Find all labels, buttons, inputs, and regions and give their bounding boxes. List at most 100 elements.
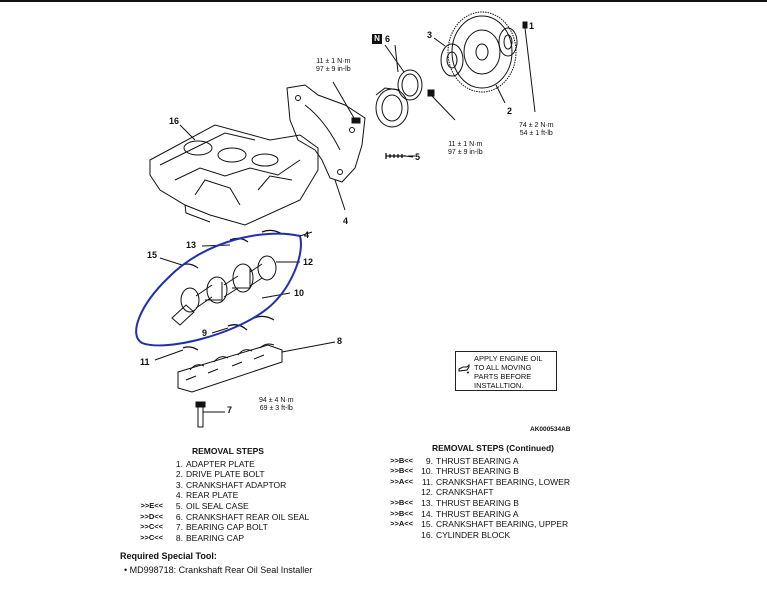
removal-step-row: >>A<< 11.CRANKSHAFT BEARING, LOWER <box>380 477 570 488</box>
removal-step-row: 1.ADAPTER PLATE <box>130 459 309 470</box>
step-label: CYLINDER BLOCK <box>436 529 511 540</box>
step-procedure-mark: >>D<< <box>140 511 163 521</box>
step-number: 4. <box>175 490 183 501</box>
torque-bearing-cap-bolt: 94 ± 4 N·m 69 ± 3 ft-lb <box>259 397 294 412</box>
step-procedure-mark: >>A<< <box>390 476 413 486</box>
markup-circle <box>135 232 302 347</box>
special-tool-item: • MD998718: Crankshaft Rear Oil Seal Ins… <box>124 565 313 575</box>
step-label: CRANKSHAFT <box>436 487 494 498</box>
step-number: 11. <box>421 476 433 487</box>
removal-step-row: >>B<< 9.THRUST BEARING A <box>380 456 570 467</box>
removal-step-row: 16.CYLINDER BLOCK <box>380 530 570 541</box>
engine-oil-note: APPLY ENGINE OIL TO ALL MOVING PARTS BEF… <box>455 351 557 391</box>
step-procedure-mark <box>130 469 167 480</box>
removal-step-row: 12.CRANKSHAFT <box>380 487 570 498</box>
step-label: CRANKSHAFT BEARING, LOWER <box>436 476 570 487</box>
thrust-bearings <box>154 229 283 361</box>
step-number: 7. <box>175 522 183 533</box>
step-number: 16. <box>421 529 433 540</box>
oil-seal-case-bolt <box>385 153 415 159</box>
removal-step-row: >>B<< 14.THRUST BEARING A <box>380 509 570 520</box>
removal-step-row: >>B<< 10.THRUST BEARING B <box>380 466 570 477</box>
step-number: 9. <box>425 455 433 466</box>
callout-4-rear-plate: 4 <box>343 216 349 226</box>
step-procedure-mark <box>130 480 167 491</box>
step-label: THRUST BEARING B <box>436 497 519 508</box>
step-number: 1. <box>175 458 183 469</box>
callout-3: 3 <box>427 30 433 40</box>
step-procedure-mark: >>B<< <box>390 466 413 476</box>
removal-steps-heading: REMOVAL STEPS <box>192 446 264 456</box>
removal-step-row: >>E<< 5.OIL SEAL CASE <box>130 501 309 512</box>
crankshaft-rear-oil-seal <box>384 44 423 101</box>
callout-1: 1 <box>529 21 535 31</box>
callout-16: 16 <box>169 116 180 126</box>
step-number: 5. <box>175 500 183 511</box>
removal-step-row: >>C<< 7.BEARING CAP BOLT <box>130 522 309 533</box>
step-number: 2. <box>175 469 183 480</box>
step-number: 10. <box>421 466 433 477</box>
callout-7: 7 <box>227 405 233 415</box>
special-tool-heading: Required Special Tool: <box>120 551 217 561</box>
step-number: 8. <box>175 532 183 543</box>
removal-step-row: >>C<<8.BEARING CAP <box>130 533 309 544</box>
exploded-view-diagram <box>135 11 536 428</box>
bullet-icon: • <box>124 565 130 575</box>
step-procedure-mark: >>E<< <box>140 500 163 510</box>
removal-step-row: >>B<< 13.THRUST BEARING B <box>380 498 570 509</box>
removal-step-row: 2.DRIVE PLATE BOLT <box>130 469 309 480</box>
drive-plate <box>447 11 517 104</box>
step-number: 14. <box>421 508 433 519</box>
step-number: 12. <box>421 487 433 498</box>
rear-plate <box>286 84 366 183</box>
bearing-cap-bolt <box>195 401 225 428</box>
callout-12: 12 <box>303 257 314 267</box>
oil-seal-case-bolt-small <box>427 89 456 121</box>
cylinder-block <box>149 124 319 226</box>
step-label: THRUST BEARING B <box>436 466 519 477</box>
step-label: CRANKSHAFT REAR OIL SEAL <box>186 511 310 522</box>
drive-plate-bolt <box>522 21 536 113</box>
removal-steps-right: REMOVAL STEPS (Continued) >>B<<9.THRUST … <box>380 443 570 540</box>
removal-steps-continued-heading: REMOVAL STEPS (Continued) <box>432 443 554 453</box>
step-label: CRANKSHAFT ADAPTOR <box>186 479 287 490</box>
torque-adapter-plate-bolt: 11 ± 1 N·m 97 ± 9 in-lb <box>316 58 351 73</box>
step-procedure-mark: >>B<< <box>390 497 413 507</box>
oil-can-icon <box>458 363 470 374</box>
leader-lines <box>179 44 414 237</box>
step-label: CRANKSHAFT BEARING, UPPER <box>436 519 569 530</box>
step-procedure-mark: >>B<< <box>390 508 413 518</box>
step-procedure-mark <box>130 490 167 501</box>
callout-2: 2 <box>507 106 513 116</box>
callout-4-thrust-bearing: 4 <box>304 230 310 240</box>
step-label: ADAPTER PLATE <box>186 458 255 469</box>
torque-drive-plate-bolt: 74 ± 2 N·m 54 ± 1 ft-lb <box>519 122 554 137</box>
step-procedure-mark: >>C<< <box>140 532 163 542</box>
step-label: REAR PLATE <box>186 490 239 501</box>
callout-9: 9 <box>202 328 208 338</box>
step-number: 3. <box>175 479 183 490</box>
step-procedure-mark <box>380 487 417 498</box>
step-label: THRUST BEARING A <box>436 508 519 519</box>
step-number: 15. <box>421 519 433 530</box>
step-label: BEARING CAP BOLT <box>186 522 268 533</box>
step-procedure-mark <box>380 530 417 541</box>
new-part-mark: N <box>372 34 382 44</box>
step-procedure-mark: >>C<< <box>140 522 163 532</box>
step-label: OIL SEAL CASE <box>186 500 249 511</box>
callout-10: 10 <box>294 288 305 298</box>
step-number: 13. <box>421 497 433 508</box>
removal-step-row: 3.CRANKSHAFT ADAPTOR <box>130 480 309 491</box>
bearing-cap <box>177 341 336 393</box>
step-procedure-mark <box>130 459 167 470</box>
oil-seal-case <box>375 87 409 128</box>
callout-5: 5 <box>415 152 421 162</box>
step-label: DRIVE PLATE BOLT <box>186 469 265 480</box>
callout-15: 15 <box>147 250 158 260</box>
top-rule <box>0 0 767 2</box>
step-procedure-mark: >>A<< <box>390 519 413 529</box>
step-procedure-mark: >>B<< <box>390 455 413 465</box>
step-label: THRUST BEARING A <box>436 455 519 466</box>
adapter-plate <box>498 27 518 57</box>
crankshaft <box>171 255 300 326</box>
